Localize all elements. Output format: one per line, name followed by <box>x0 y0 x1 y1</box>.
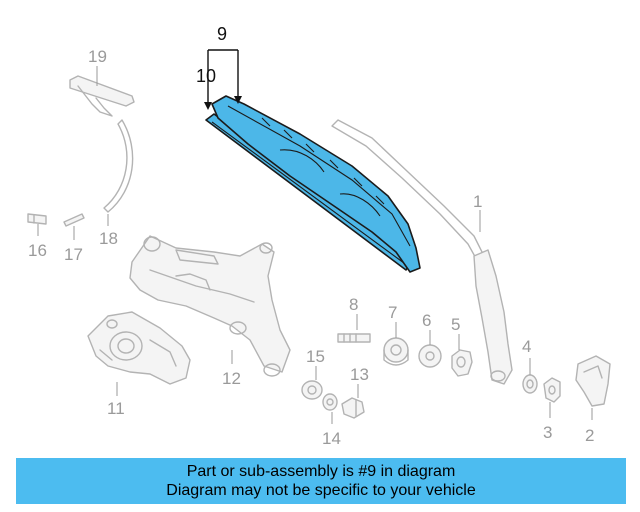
banner-line-1: Part or sub-assembly is #9 in diagram <box>186 463 456 480</box>
callout-8: 8 <box>349 295 358 314</box>
part-12-linkage[interactable] <box>129 235 291 377</box>
callout-12: 12 <box>222 369 241 388</box>
part-6-bushing[interactable] <box>418 344 442 368</box>
parts-diagram: 19 18 16 17 12 11 <box>27 24 611 448</box>
part-3-nut[interactable] <box>543 377 561 403</box>
callout-14: 14 <box>322 429 341 448</box>
callout-10: 10 <box>196 66 216 86</box>
callout-4: 4 <box>522 337 531 356</box>
callout-5: 5 <box>451 315 460 334</box>
part-15-grommet[interactable] <box>301 380 323 400</box>
callout-15: 15 <box>306 347 325 366</box>
callout-3: 3 <box>543 423 552 442</box>
part-17-clip[interactable] <box>63 213 85 227</box>
part-1-wiper-arm[interactable] <box>331 119 513 385</box>
callout-16: 16 <box>28 241 47 260</box>
part-18-hose[interactable] <box>103 119 134 213</box>
part-8-shaft[interactable] <box>337 333 371 343</box>
part-14-washer[interactable] <box>322 393 338 411</box>
part-4-washer[interactable] <box>522 374 538 394</box>
part-13-bolt[interactable] <box>341 397 365 419</box>
callout-7: 7 <box>388 303 397 322</box>
callout-2: 2 <box>585 426 594 445</box>
callout-9: 9 <box>217 24 227 44</box>
callout-19: 19 <box>88 47 107 66</box>
callout-18: 18 <box>99 229 118 248</box>
part-11-motor[interactable] <box>87 311 191 385</box>
callout-13: 13 <box>350 365 369 384</box>
part-16-connector[interactable] <box>27 213 47 225</box>
part-5-nut[interactable] <box>451 349 473 377</box>
part-19-cap[interactable] <box>69 75 135 117</box>
callout-6: 6 <box>422 311 431 330</box>
part-7-grommet[interactable] <box>383 337 409 366</box>
part-2-cap[interactable] <box>575 355 611 407</box>
info-banner: Part or sub-assembly is #9 in diagram Di… <box>16 458 626 504</box>
part-9-wiper-blade[interactable] <box>211 95 421 273</box>
callout-11: 11 <box>107 399 125 418</box>
callout-17: 17 <box>64 245 83 264</box>
callout-1: 1 <box>473 192 482 211</box>
banner-line-2: Diagram may not be specific to your vehi… <box>166 482 476 499</box>
